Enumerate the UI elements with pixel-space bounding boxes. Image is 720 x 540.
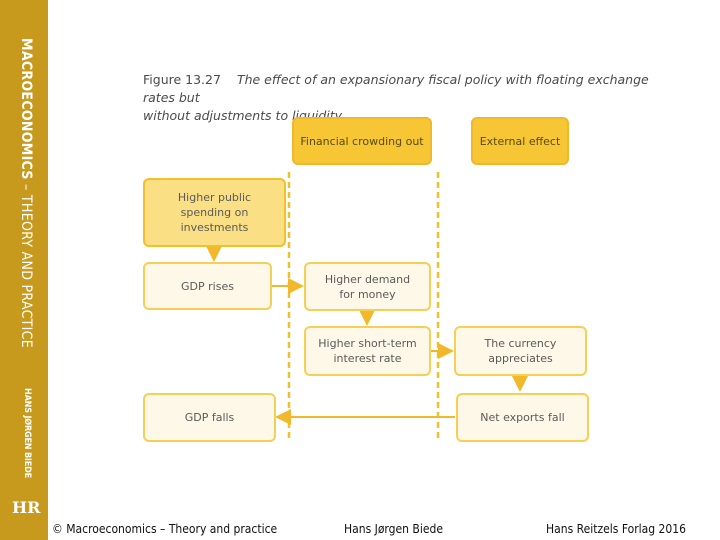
node-gdp-falls: GDP falls xyxy=(143,393,276,442)
sidebar: MACROECONOMICS – THEORY AND PRACTICE HAN… xyxy=(0,0,48,540)
node-interest-rate-line1: Higher short-term xyxy=(318,337,417,350)
header-financial-label: Financial crowding out xyxy=(300,134,424,148)
header-external-effect: External effect xyxy=(471,117,569,165)
node-net-exports-fall: Net exports fall xyxy=(456,393,589,442)
figure-caption-line1: The effect of an expansionary fiscal pol… xyxy=(143,72,649,105)
node-net-exports-label: Net exports fall xyxy=(480,411,565,424)
node-higher-demand-for-money: Higher demand for money xyxy=(304,262,431,311)
footer-author: Hans Jørgen Biede xyxy=(344,522,443,536)
node-public-spending-line2: spending on xyxy=(180,206,249,219)
node-interest-rate-line2: interest rate xyxy=(333,352,402,365)
header-financial-crowding-out: Financial crowding out xyxy=(292,117,432,165)
node-currency-line2: appreciates xyxy=(488,352,553,365)
node-gdp-rises-label: GDP rises xyxy=(181,279,234,293)
node-public-spending-line3: investments xyxy=(180,221,249,234)
node-money-demand-line1: Higher demand xyxy=(324,272,411,286)
node-higher-short-term-interest-rate: Higher short-term interest rate xyxy=(304,326,431,376)
footer-publisher: Hans Reitzels Forlag 2016 xyxy=(546,522,687,536)
node-gdp-falls-label: GDP falls xyxy=(184,411,235,424)
node-currency-appreciates: The currency appreciates xyxy=(454,326,587,376)
node-public-spending-line1: Higher public xyxy=(177,191,252,204)
node-money-demand-line2: for money xyxy=(339,287,396,301)
publisher-logo: HR xyxy=(12,498,41,517)
header-external-label: External effect xyxy=(479,134,561,148)
node-higher-public-spending: Higher public spending on investments xyxy=(143,178,286,247)
node-currency-line1: The currency xyxy=(484,337,557,350)
figure-number: Figure 13.27 xyxy=(143,72,221,87)
node-gdp-rises: GDP rises xyxy=(143,262,272,310)
footer-copyright: © Macroeconomics – Theory and practice xyxy=(52,522,278,536)
